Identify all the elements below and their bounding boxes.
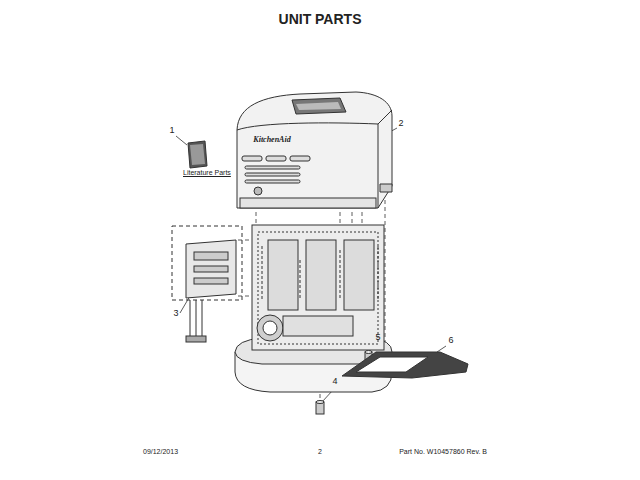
cover — [237, 92, 392, 208]
control-panel — [196, 300, 197, 340]
chassis — [263, 321, 277, 335]
foot — [316, 351, 372, 415]
cover — [380, 184, 392, 192]
control-panel — [202, 300, 203, 340]
chassis — [268, 240, 298, 310]
cover — [245, 180, 300, 183]
literature-booklet — [190, 144, 205, 165]
alignment-line — [385, 200, 386, 345]
chassis — [258, 232, 378, 344]
control-panel — [190, 300, 191, 340]
cover — [245, 166, 300, 169]
cover — [240, 198, 376, 208]
foot — [365, 351, 372, 354]
part-name: Literature Parts — [183, 169, 231, 177]
alignment-line — [238, 296, 250, 297]
footer-date: 09/12/2013 — [143, 448, 178, 456]
diagram-title: UNIT PARTS — [279, 12, 362, 27]
callout-number: 1 — [169, 126, 174, 136]
chassis — [252, 225, 384, 350]
chassis — [257, 315, 283, 341]
leader-line — [176, 136, 187, 145]
control-panel — [186, 240, 236, 298]
cover — [242, 156, 262, 161]
brand-logo: KitchenAid — [253, 136, 290, 145]
cover — [292, 98, 346, 114]
literature-booklet — [188, 141, 207, 168]
callout-number: 2 — [398, 119, 403, 129]
cover — [237, 123, 378, 130]
cover — [290, 156, 310, 161]
control-panel — [172, 226, 242, 342]
crumb-tray — [342, 352, 468, 378]
chassis — [306, 240, 336, 310]
cover — [378, 110, 392, 208]
cover — [237, 92, 392, 208]
page-number: 2 — [318, 448, 322, 456]
callout-number: 4 — [332, 377, 337, 387]
control-panel — [172, 226, 242, 300]
cover — [296, 102, 341, 110]
chassis — [344, 240, 374, 310]
part-number: Part No. W10457860 Rev. B — [399, 448, 487, 456]
callout-number: 6 — [448, 336, 453, 346]
control-panel — [194, 266, 228, 272]
callout-number: 5 — [375, 333, 380, 343]
control-panel — [194, 278, 228, 284]
leader-line — [180, 296, 190, 313]
callout-number: 3 — [173, 309, 178, 319]
crumb-tray — [356, 357, 428, 372]
cover — [245, 173, 300, 176]
literature-booklet — [188, 141, 207, 168]
foot — [316, 401, 324, 404]
cover — [266, 156, 286, 161]
cover — [254, 187, 262, 195]
chassis — [283, 316, 353, 336]
leader-line — [437, 346, 446, 352]
control-panel — [194, 252, 228, 260]
control-panel — [186, 336, 206, 342]
crumb-tray — [342, 352, 468, 378]
chassis — [262, 246, 378, 300]
